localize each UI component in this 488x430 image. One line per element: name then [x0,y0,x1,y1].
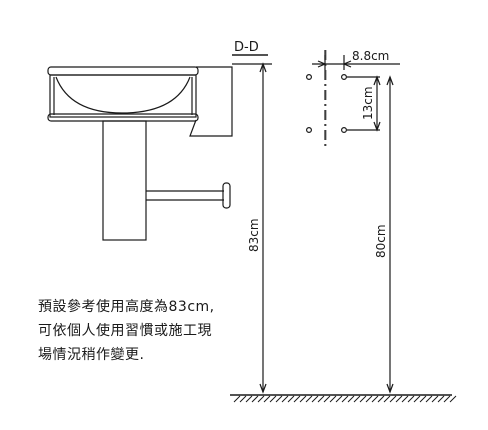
hatch-stroke [377,395,385,403]
pedestal-column [102,120,147,241]
hatch-stroke [365,395,373,403]
section-label: D-D [234,40,259,55]
dimension-8-8-label: 8.8cm [352,49,389,63]
mount-hole [341,126,348,133]
hatch-stroke [311,395,319,403]
basin-body [49,74,197,118]
hatch-stroke [341,395,349,403]
towel-bar-end-cap [222,182,231,209]
dimension-13: 13cm [361,75,381,132]
mount-hole [306,126,313,133]
basin-bowl-curve [55,76,191,114]
floor-hatching [233,395,457,403]
basin-rim [47,66,199,76]
hatch-stroke [335,395,343,403]
dimension-83: 83cm [232,62,272,394]
note-line-2: 可依個人使用習慣或施工現 [38,323,212,339]
hatch-stroke [239,395,247,403]
hatch-stroke [251,395,259,403]
note-line-1: 預設參考使用高度為83cm, [38,299,215,315]
mount-hole [341,73,348,80]
hatch-stroke [287,395,295,403]
mount-hole [306,73,313,80]
hatch-stroke [269,395,277,403]
basin-drawing [47,66,233,241]
hatch-stroke [449,395,457,403]
dimension-80: 80cm [374,75,394,394]
hatch-stroke [425,395,433,403]
hatch-stroke [257,395,265,403]
hole-pattern [306,50,380,150]
floor [230,394,457,403]
hatch-stroke [299,395,307,403]
hatch-stroke [263,395,271,403]
hatch-stroke [419,395,427,403]
hatch-stroke [389,395,397,403]
hatch-stroke [233,395,241,403]
hatch-stroke [407,395,415,403]
hatch-stroke [431,395,439,403]
dimension-13-label: 13cm [361,86,375,120]
hatch-stroke [293,395,301,403]
hatch-stroke [437,395,445,403]
hatch-stroke [413,395,421,403]
hatch-stroke [317,395,325,403]
note-line-3: 場情況稍作變更. [38,347,145,363]
dimension-83-label: 83cm [247,218,261,252]
hatch-stroke [329,395,337,403]
hatch-stroke [323,395,331,403]
hatch-stroke [401,395,409,403]
hatch-stroke [395,395,403,403]
dimension-80-label: 80cm [374,224,388,258]
hatch-stroke [371,395,379,403]
hatch-stroke [443,395,451,403]
hatch-stroke [275,395,283,403]
hatch-stroke [383,395,391,403]
hatch-stroke [305,395,313,403]
hatch-stroke [359,395,367,403]
wall-bracket [189,66,233,137]
hatch-stroke [281,395,289,403]
hatch-stroke [347,395,355,403]
hatch-stroke [245,395,253,403]
hatch-stroke [353,395,361,403]
dimension-8-8: 8.8cm [312,49,400,70]
